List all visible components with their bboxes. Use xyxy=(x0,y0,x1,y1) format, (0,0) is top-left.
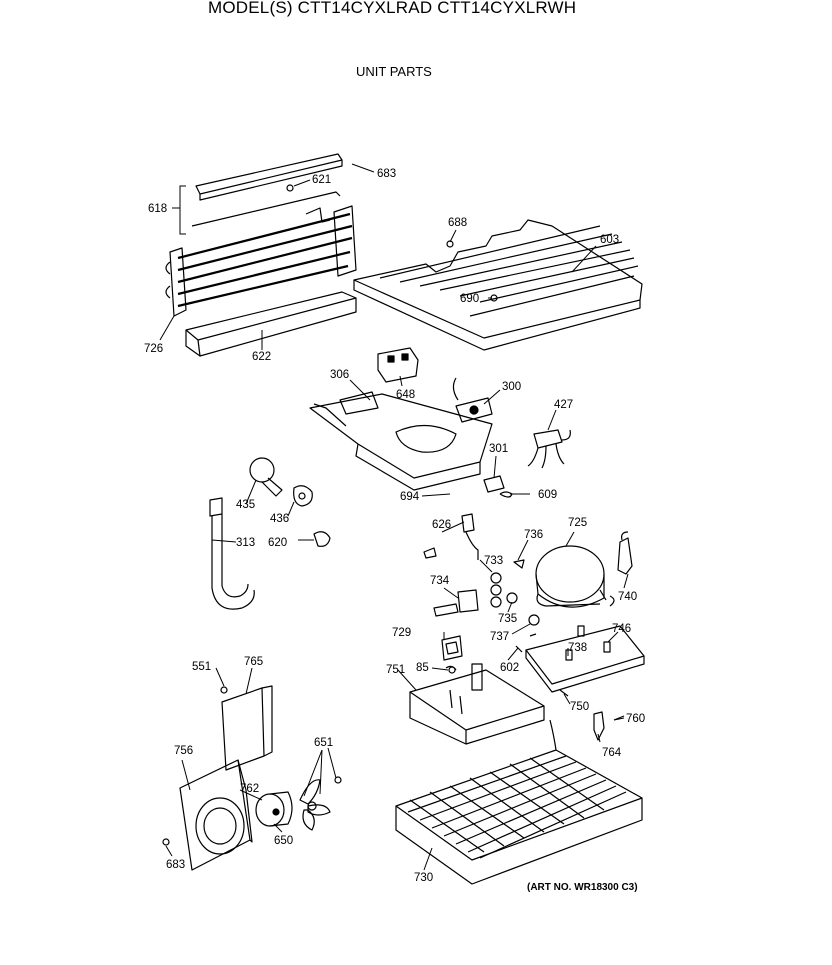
part-label-651: 651 xyxy=(314,737,333,749)
evaporator-assembly xyxy=(165,153,357,317)
fan-shroud xyxy=(179,685,273,871)
part-label-306: 306 xyxy=(330,369,349,381)
wire-harness xyxy=(527,429,571,469)
part-label-602: 602 xyxy=(500,662,519,674)
diagram-subtitle: UNIT PARTS xyxy=(356,64,432,79)
screw-651 xyxy=(334,776,342,784)
electrical-parts xyxy=(423,513,525,617)
part-label-683a: 683 xyxy=(377,168,396,180)
part-label-694: 694 xyxy=(400,491,420,503)
defrost-timer xyxy=(377,347,419,383)
part-label-746: 746 xyxy=(612,623,631,635)
condenser xyxy=(395,719,643,885)
part-label-648: 648 xyxy=(396,389,415,401)
drip-tray xyxy=(185,291,357,357)
part-label-734: 734 xyxy=(430,575,450,587)
compressor xyxy=(535,531,633,608)
part-label-756: 756 xyxy=(174,745,193,757)
part-label-750: 750 xyxy=(570,701,589,713)
part-label-301: 301 xyxy=(489,443,508,455)
screw-621 xyxy=(286,184,294,192)
screw-85 xyxy=(448,666,456,674)
part-label-609: 609 xyxy=(538,489,557,501)
compressor-mount xyxy=(525,614,645,693)
drain-tube xyxy=(209,497,255,610)
part-label-738: 738 xyxy=(568,642,587,654)
compartment-tray xyxy=(409,663,545,745)
part-label-725: 725 xyxy=(568,517,587,529)
fan-motor xyxy=(255,779,331,831)
screw-551 xyxy=(220,686,228,694)
part-label-626: 626 xyxy=(432,519,451,531)
part-label-622: 622 xyxy=(252,351,271,363)
thermostat xyxy=(452,377,493,423)
part-label-683b: 683 xyxy=(166,859,185,871)
part-label-730: 730 xyxy=(414,872,433,884)
part-label-688: 688 xyxy=(448,217,467,229)
part-label-85: 85 xyxy=(416,662,429,674)
part-label-313: 313 xyxy=(236,537,255,549)
evaporator-cover xyxy=(353,219,643,351)
part-label-300: 300 xyxy=(502,381,521,393)
part-label-620: 620 xyxy=(268,537,287,549)
leader-lines xyxy=(159,163,629,871)
part-label-618: 618 xyxy=(148,203,167,215)
part-label-762: 762 xyxy=(240,783,259,795)
part-label-733: 733 xyxy=(484,555,503,567)
part-label-760: 760 xyxy=(626,713,645,725)
diagram-title: MODEL(S) CTT14CYXLRAD CTT14CYXLRWH xyxy=(208,0,577,17)
part-label-751: 751 xyxy=(386,664,405,676)
part-label-427: 427 xyxy=(554,399,573,411)
control-housing xyxy=(309,391,493,491)
part-label-737: 737 xyxy=(490,631,509,643)
part-labels: 683 621 618 688 603 690 726 622 306 648 … xyxy=(144,168,645,884)
part-label-740: 740 xyxy=(618,591,637,603)
part-label-726: 726 xyxy=(144,343,163,355)
part-label-690: 690 xyxy=(460,293,479,305)
art-number: (ART NO. WR18300 C3) xyxy=(527,882,638,893)
part-label-729: 729 xyxy=(392,627,411,639)
part-label-736: 736 xyxy=(524,529,543,541)
part-label-435: 435 xyxy=(236,499,255,511)
part-label-765: 765 xyxy=(244,656,263,668)
capacitor xyxy=(441,635,463,661)
part-label-603: 603 xyxy=(600,234,619,246)
part-label-551: 551 xyxy=(192,661,211,673)
part-label-764: 764 xyxy=(602,747,622,759)
part-label-436: 436 xyxy=(270,513,289,525)
part-label-735: 735 xyxy=(498,613,517,625)
part-label-650: 650 xyxy=(274,835,293,847)
screw-683 xyxy=(162,838,170,846)
part-label-621: 621 xyxy=(312,174,331,186)
